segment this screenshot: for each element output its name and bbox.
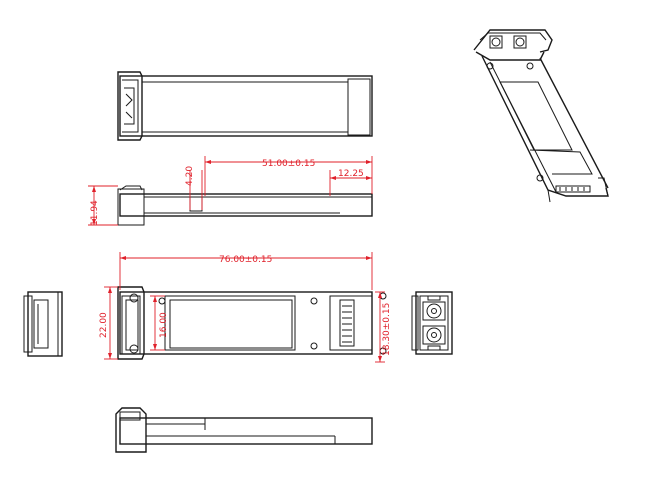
- dim-label-18: 18.30±0.15: [382, 303, 392, 356]
- dimension-offset-4: 4.20: [185, 166, 203, 210]
- top-view: [117, 71, 373, 141]
- isometric-view: [473, 29, 609, 203]
- left-end-view: [23, 291, 63, 357]
- dim-label-12: 12.25: [338, 169, 364, 179]
- dim-label-16: 16.00: [159, 312, 169, 338]
- dim-label-4: 4.20: [185, 166, 195, 186]
- bottom-view: [117, 286, 387, 360]
- dim-label-22: 22.00: [99, 312, 109, 338]
- dimension-port-pitch: 18.30±0.15: [375, 291, 392, 363]
- lower-side-view: [115, 407, 373, 453]
- dimension-width-22: 22.00: [99, 286, 118, 360]
- dimension-length-51: 51.00±0.15: [204, 156, 373, 196]
- dimension-total-length: 76.00±0.15: [119, 252, 373, 290]
- side-view: [117, 185, 373, 226]
- dimension-width-16: 16.00: [150, 295, 169, 351]
- dimension-height-11: 11.94: [88, 185, 118, 226]
- right-end-view: [411, 291, 453, 355]
- dim-label-76: 76.00±0.15: [219, 255, 272, 265]
- dim-label-11: 11.94: [90, 200, 100, 226]
- dimension-length-12: 12.25: [329, 169, 372, 196]
- dim-label-51: 51.00±0.15: [262, 159, 315, 169]
